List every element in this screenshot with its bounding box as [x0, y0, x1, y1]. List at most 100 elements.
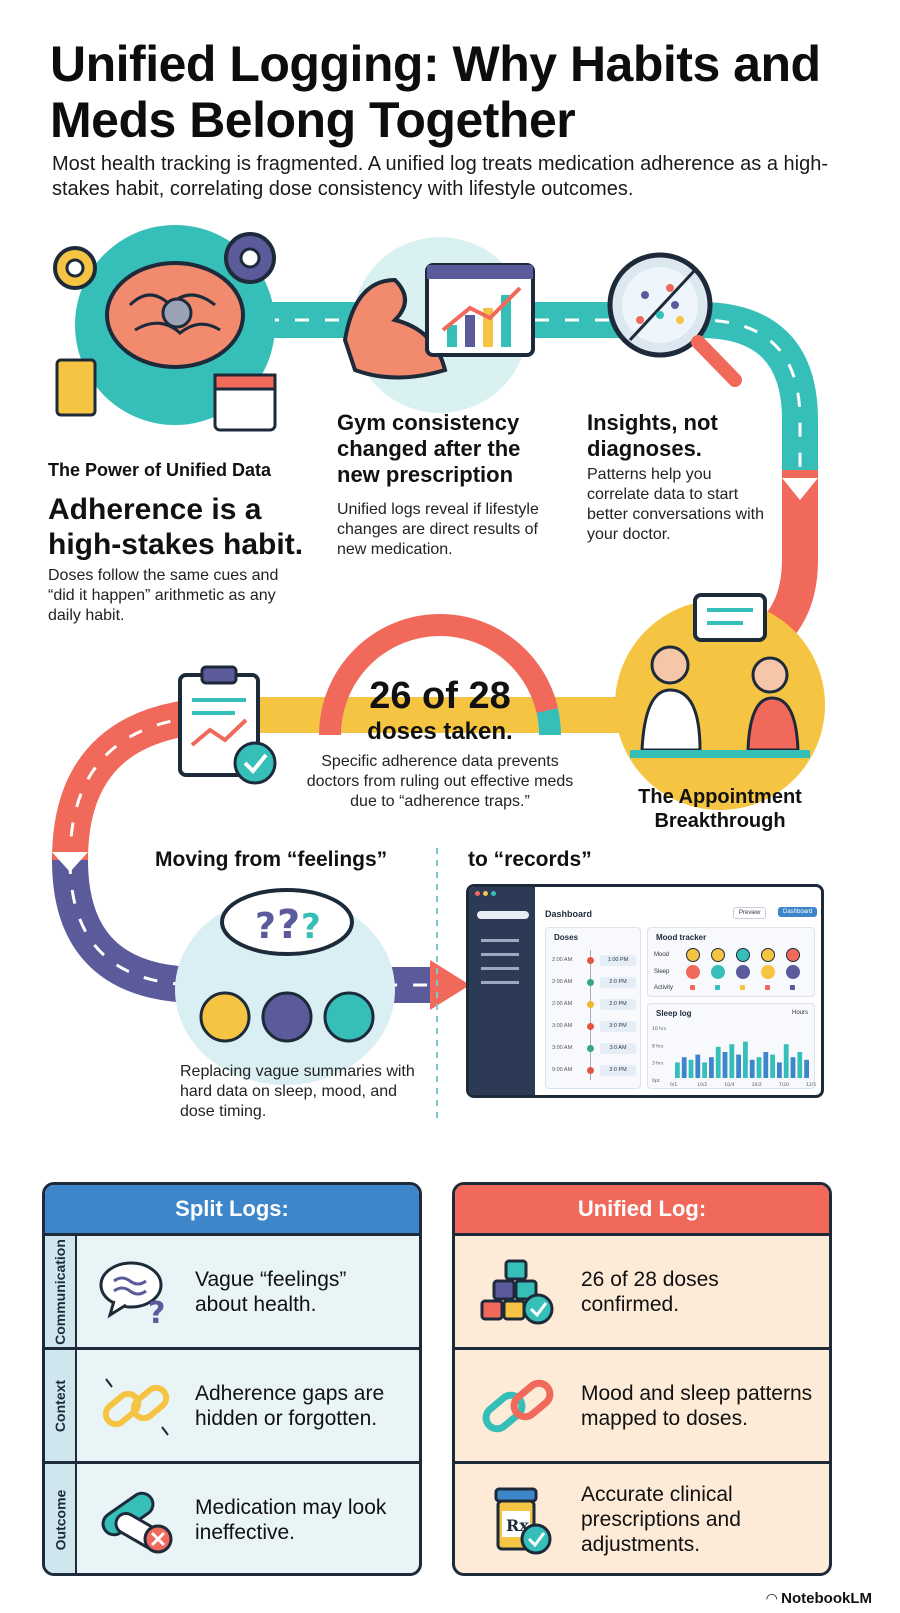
- feelings-heading: Moving from “feelings”: [155, 848, 388, 871]
- sleep-bar: [675, 1062, 680, 1078]
- split-logs-header: Split Logs:: [45, 1185, 419, 1233]
- sidebar-item[interactable]: [477, 911, 529, 919]
- stacked-blocks-check-icon: [463, 1236, 573, 1347]
- mood-face-icon: [736, 948, 750, 962]
- prescription-bottle-check-icon: Rx: [463, 1464, 573, 1573]
- gear-icon: [53, 246, 97, 290]
- road-chevron-left: [52, 852, 88, 872]
- sleep-x-tick: 10/4: [724, 1082, 734, 1088]
- dashboard-sidebar: [469, 887, 535, 1095]
- sleep-dot: [711, 965, 725, 979]
- dose-time-right: 3:0 PM: [600, 1065, 636, 1076]
- dashboard-button[interactable]: Dashboard: [778, 907, 818, 917]
- dose-row: 3:00 AM 3:0 AM: [546, 1042, 642, 1056]
- sleep-bar: [722, 1052, 728, 1078]
- split-row-text: Vague “feelings” about health.: [195, 1267, 347, 1316]
- sleep-x-tick: 7/20: [779, 1082, 789, 1088]
- sleep-dot: [786, 965, 800, 979]
- unified-log-row: Rx Accurate clinical prescriptions and a…: [455, 1461, 829, 1573]
- mood-panel-title: Mood tracker: [656, 933, 707, 942]
- dose-time-left: 2:00 AM: [552, 1001, 573, 1007]
- row-side-label: Outcome: [45, 1464, 77, 1573]
- sleep-dot: [761, 965, 775, 979]
- mood-face-icon: [686, 948, 700, 962]
- sleep-bar: [783, 1044, 789, 1078]
- doses-gauge-fill: [319, 614, 558, 736]
- sleep-panel-title: Sleep log: [656, 1009, 692, 1018]
- sleep-x-tick: 12/5: [806, 1082, 816, 1088]
- window-dot: [475, 891, 480, 896]
- gym-heading: Gym consistency changed after the new pr…: [337, 410, 521, 487]
- sleep-bar: [715, 1046, 721, 1078]
- sleep-x-tick: 0/1: [670, 1082, 677, 1088]
- unified-row-text: 26 of 28 doses confirmed.: [581, 1267, 719, 1316]
- clipboard-icon: [178, 665, 277, 785]
- dashboard-title: Dashboard: [545, 909, 593, 919]
- split-logs-table: Split Logs: Communication ? Vague “feeli…: [42, 1182, 422, 1576]
- road-chevron-right: [782, 478, 818, 500]
- dose-dot: [587, 957, 594, 964]
- doses-gauge-rest: [536, 708, 561, 736]
- sleep-bar: [790, 1057, 796, 1078]
- sidebar-item[interactable]: [481, 953, 519, 956]
- dashboard-window: Dashboard Preview Dashboard Doses 2:00 A…: [466, 884, 824, 1098]
- unified-log-header: Unified Log:: [455, 1185, 829, 1233]
- svg-text:?: ?: [301, 907, 321, 947]
- insights-heading: Insights, not diagnoses.: [587, 410, 718, 461]
- dose-row: 2:00 AM 1:00 PM: [546, 954, 642, 968]
- notebooklm-logo-icon: ◠: [766, 1590, 778, 1606]
- dose-time-left: 2:00 AM: [552, 957, 573, 963]
- unified-log-table: Unified Log: 26 of 28 doses confirmed. M…: [452, 1182, 832, 1576]
- dose-time-left: 3:00 AM: [552, 1023, 573, 1029]
- records-heading: to “records”: [468, 848, 592, 871]
- page-subtitle: Most health tracking is fragmented. A un…: [52, 153, 829, 200]
- sleep-bar: [729, 1044, 735, 1078]
- sidebar-item[interactable]: [481, 939, 519, 942]
- sleep-bar: [702, 1062, 707, 1078]
- broken-chain-icon: [81, 1350, 191, 1461]
- split-row-text: Medication may look ineffective.: [195, 1495, 387, 1544]
- sleep-bar: [770, 1054, 775, 1078]
- doses-count: 26 of 28: [369, 675, 511, 717]
- sleep-hours-label: Hours: [791, 1010, 808, 1016]
- power-heading: Adherence is a high-stakes habit.: [48, 493, 304, 561]
- sleep-bar: [797, 1052, 803, 1078]
- notebooklm-brand: ◠ NotebookLM: [766, 1590, 872, 1607]
- pills-cross-icon: [81, 1464, 191, 1573]
- row-side-label: Context: [45, 1350, 77, 1461]
- svg-text:?: ?: [277, 902, 300, 948]
- unified-row-text: Mood and sleep patterns mapped to doses.: [581, 1381, 813, 1430]
- gear-icon: [224, 232, 276, 284]
- sleep-dot: [736, 965, 750, 979]
- road-top-dashes: [175, 318, 802, 470]
- sleep-bar: [763, 1052, 769, 1078]
- doses-body: Specific adherence data prevents doctors…: [306, 753, 574, 810]
- sleep-x-tick: 10/2: [697, 1082, 707, 1088]
- unified-row-text: Accurate clinical prescriptions and adju…: [581, 1483, 741, 1556]
- preview-button[interactable]: Preview: [733, 907, 767, 919]
- sleep-bar: [777, 1062, 782, 1078]
- doses-sub: doses taken.: [367, 718, 513, 745]
- magnifier-icon: [607, 252, 742, 387]
- dose-dot: [587, 1001, 594, 1008]
- dose-time-right: 1:00 PM: [600, 955, 636, 966]
- sleep-bar: [681, 1057, 687, 1078]
- road-end-arrow: [430, 960, 470, 1010]
- activity-dot: [790, 985, 795, 990]
- row-side-label: Communication: [45, 1236, 77, 1347]
- power-body: Doses follow the same cues and “did it h…: [48, 567, 279, 624]
- dose-dot: [587, 979, 594, 986]
- sidebar-item[interactable]: [481, 967, 519, 970]
- svg-text:?: ?: [148, 1296, 165, 1327]
- dose-dot: [587, 1023, 594, 1030]
- split-logs-row: Outcome Medication may look ineffective.: [45, 1461, 419, 1573]
- sleep-y-tick: 8 hrs: [652, 1043, 664, 1049]
- chain-link-icon: [463, 1350, 573, 1461]
- dose-row: 9:00 AM 3:0 PM: [546, 1064, 642, 1078]
- sidebar-item[interactable]: [481, 981, 519, 984]
- mood-panel: Mood tracker Mood Sleep Activity: [647, 927, 815, 997]
